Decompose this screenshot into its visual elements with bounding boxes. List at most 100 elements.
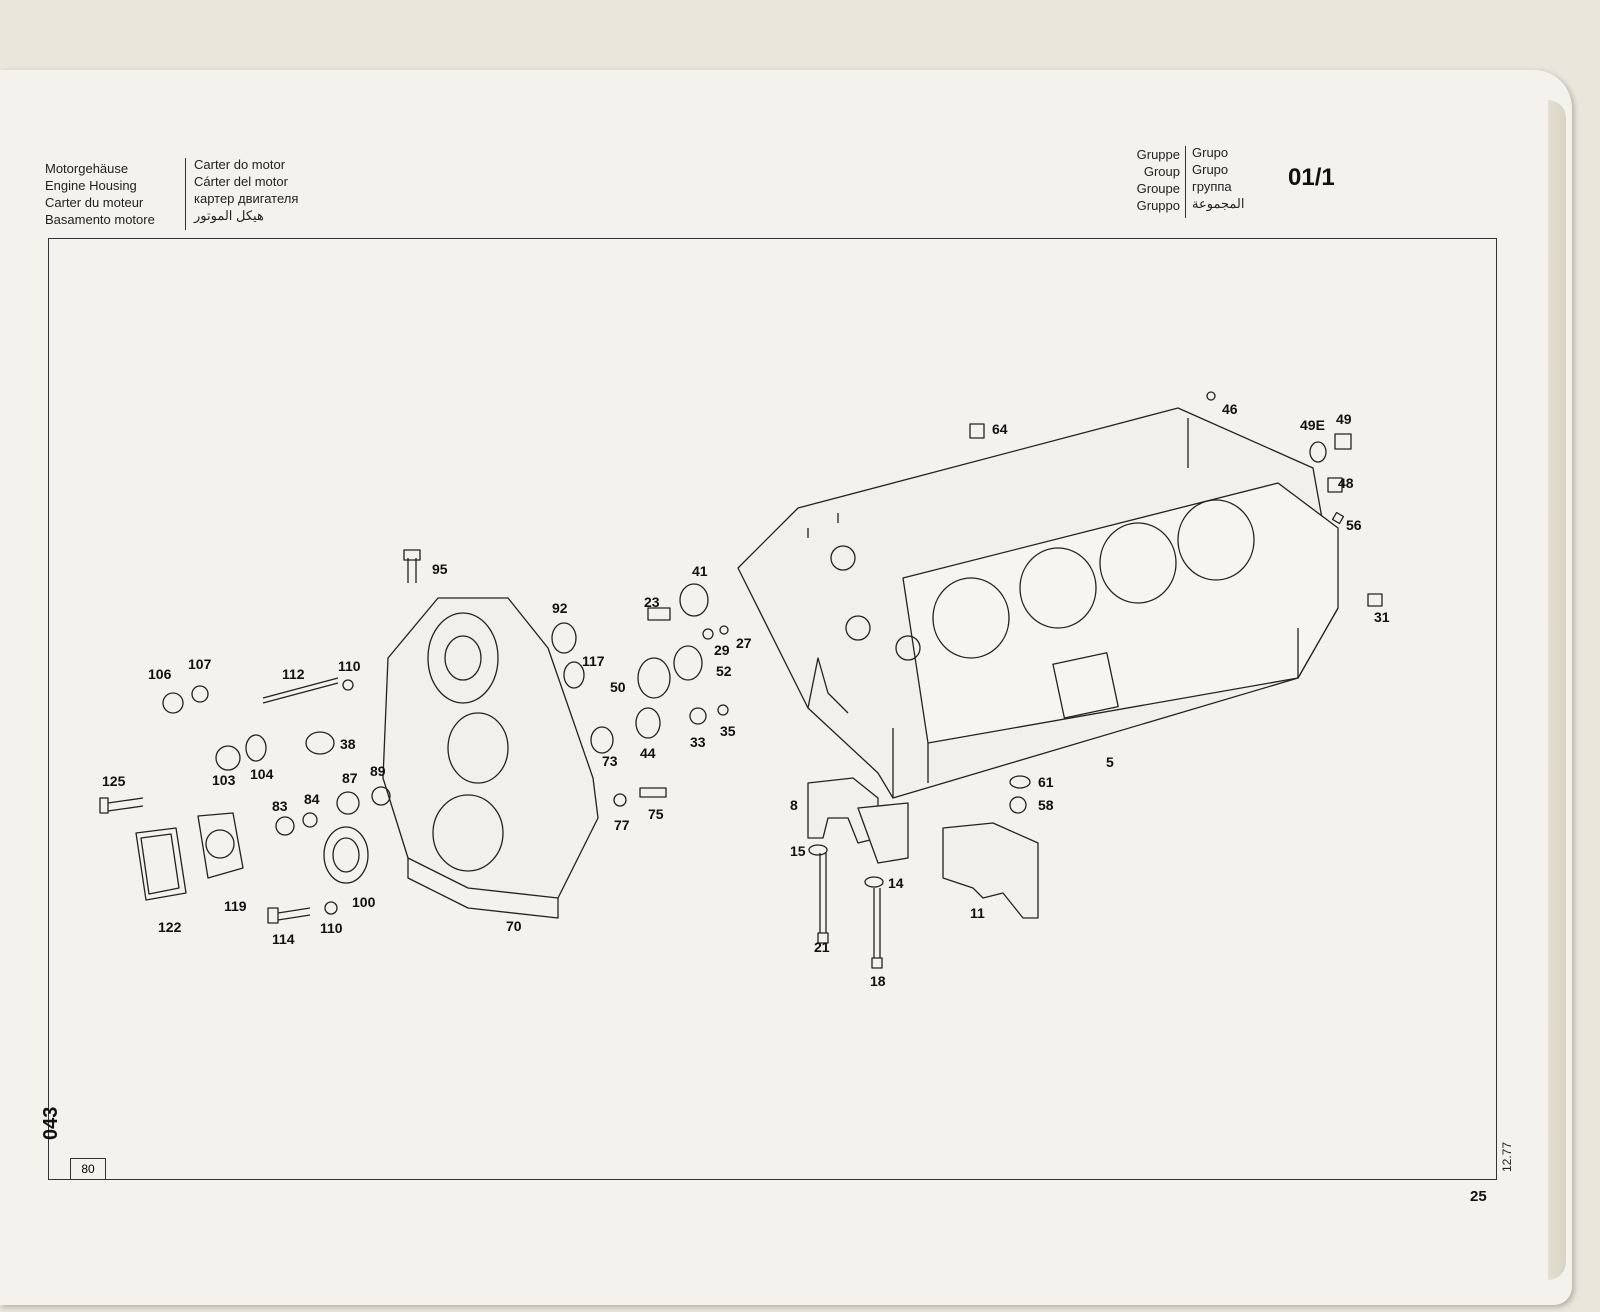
pin-31-part (1367, 593, 1383, 607)
plug-58-part (1009, 796, 1027, 814)
revision-date: 12.77 (1500, 1141, 1514, 1172)
title-en: Engine Housing (45, 178, 137, 193)
callout-46: 46 (1222, 401, 1238, 417)
title-right-block: Carter do motor Cárter del motor картер … (194, 156, 298, 224)
title-pt: Carter do motor (194, 157, 286, 172)
group-en: Group (1143, 164, 1180, 179)
bolt-18-part (871, 888, 883, 969)
stud-95-part (403, 549, 421, 583)
ring-61-part (1009, 775, 1031, 789)
ring-49E-part (1309, 441, 1327, 463)
title-es: Cárter del motor (194, 174, 288, 189)
callout-33: 33 (690, 734, 706, 750)
washer-77-part (613, 793, 627, 807)
group-es: Grupo (1192, 162, 1229, 177)
title-de: Motorgehäuse (45, 161, 129, 176)
plug-48-part (1327, 477, 1343, 493)
plug-83-part (275, 816, 295, 836)
callout-106: 106 (148, 666, 172, 682)
callout-58: 58 (1038, 797, 1054, 813)
callout-92: 92 (552, 600, 568, 616)
group-right-block: Grupo Grupo группа المجموعة (1192, 144, 1244, 212)
group-fr: Groupe (1136, 181, 1180, 196)
callout-75: 75 (648, 806, 664, 822)
title-ar: هيكل الموتور (194, 208, 264, 223)
washer-15-part (808, 844, 828, 856)
callout-87: 87 (342, 770, 358, 786)
callout-23: 23 (644, 594, 660, 610)
plug-106-part (162, 692, 184, 714)
plug-49-part (1334, 433, 1352, 450)
bolt-112-part (262, 677, 339, 704)
ring-35-part (717, 704, 729, 716)
callout-27: 27 (736, 635, 752, 651)
plug-38-part (305, 731, 335, 755)
callout-110: 110 (338, 658, 361, 674)
callout-38: 38 (340, 736, 356, 752)
page-number: 25 (1470, 1188, 1487, 1205)
title-fr: Carter du moteur (45, 195, 144, 210)
callout-125: 125 (102, 773, 126, 789)
group-left-block: Gruppe Group Groupe Gruppo (1122, 146, 1180, 214)
callout-15: 15 (790, 843, 806, 859)
group-de: Gruppe (1136, 147, 1180, 162)
callout-95: 95 (432, 561, 448, 577)
callout-5: 5 (1106, 754, 1114, 770)
callout-64: 64 (992, 421, 1008, 437)
callout-112: 112 (282, 666, 305, 682)
ring-117-part (563, 661, 585, 689)
pin-56-part (1331, 511, 1345, 525)
flange-50-part (637, 657, 671, 699)
callout-61: 61 (1038, 774, 1054, 790)
callout-77: 77 (614, 817, 630, 833)
callout-41: 41 (692, 563, 708, 579)
ring-27-part (719, 625, 729, 635)
callout-48: 48 (1338, 475, 1354, 491)
group-pt: Grupo (1192, 145, 1229, 160)
plug-41-part (679, 583, 709, 617)
callout-31: 31 (1374, 609, 1390, 625)
bolt-125-part (99, 797, 144, 814)
callout-89: 89 (370, 763, 386, 779)
bearing-cap-11-part (942, 822, 1039, 919)
pin-75-part (639, 787, 667, 798)
manual-page (0, 70, 1572, 1305)
gasket-122-part (135, 827, 187, 901)
box-number: 80 (70, 1158, 106, 1180)
ring-89-part (371, 786, 391, 806)
ball-46-part (1206, 391, 1216, 401)
group-divider (1185, 146, 1186, 218)
title-left-block: Motorgehäuse Engine Housing Carter du mo… (45, 160, 155, 228)
callout-49E: 49E (1300, 417, 1325, 433)
callout-110b: 110 (320, 920, 343, 936)
plug-33-part (689, 707, 707, 725)
bearing-cap-8-part (807, 777, 909, 864)
callout-56: 56 (1346, 517, 1362, 533)
ring-104-part (245, 734, 267, 762)
callout-73: 73 (602, 753, 618, 769)
timing-case-part (382, 597, 599, 919)
title-ru: картер двигателя (194, 191, 299, 206)
callout-50: 50 (610, 679, 626, 695)
pin-23-part (647, 607, 671, 621)
callout-8: 8 (790, 797, 798, 813)
callout-84: 84 (304, 791, 320, 807)
callout-44: 44 (640, 745, 656, 761)
callout-21: 21 (814, 939, 830, 955)
plug-29-part (702, 628, 714, 640)
callout-122: 122 (158, 919, 182, 935)
group-ar: المجموعة (1192, 196, 1245, 211)
page-edge (1548, 100, 1566, 1280)
plug-64-part (969, 423, 985, 439)
callout-52: 52 (716, 663, 732, 679)
callout-29: 29 (714, 642, 730, 658)
callout-49: 49 (1336, 411, 1352, 427)
callout-70: 70 (506, 918, 522, 934)
callout-103: 103 (212, 772, 236, 788)
callout-100: 100 (352, 894, 376, 910)
callout-83: 83 (272, 798, 288, 814)
washer-110-part (342, 679, 354, 691)
title-it: Basamento motore (45, 212, 155, 227)
callout-114: 114 (272, 931, 295, 947)
callout-11: 11 (970, 905, 985, 921)
